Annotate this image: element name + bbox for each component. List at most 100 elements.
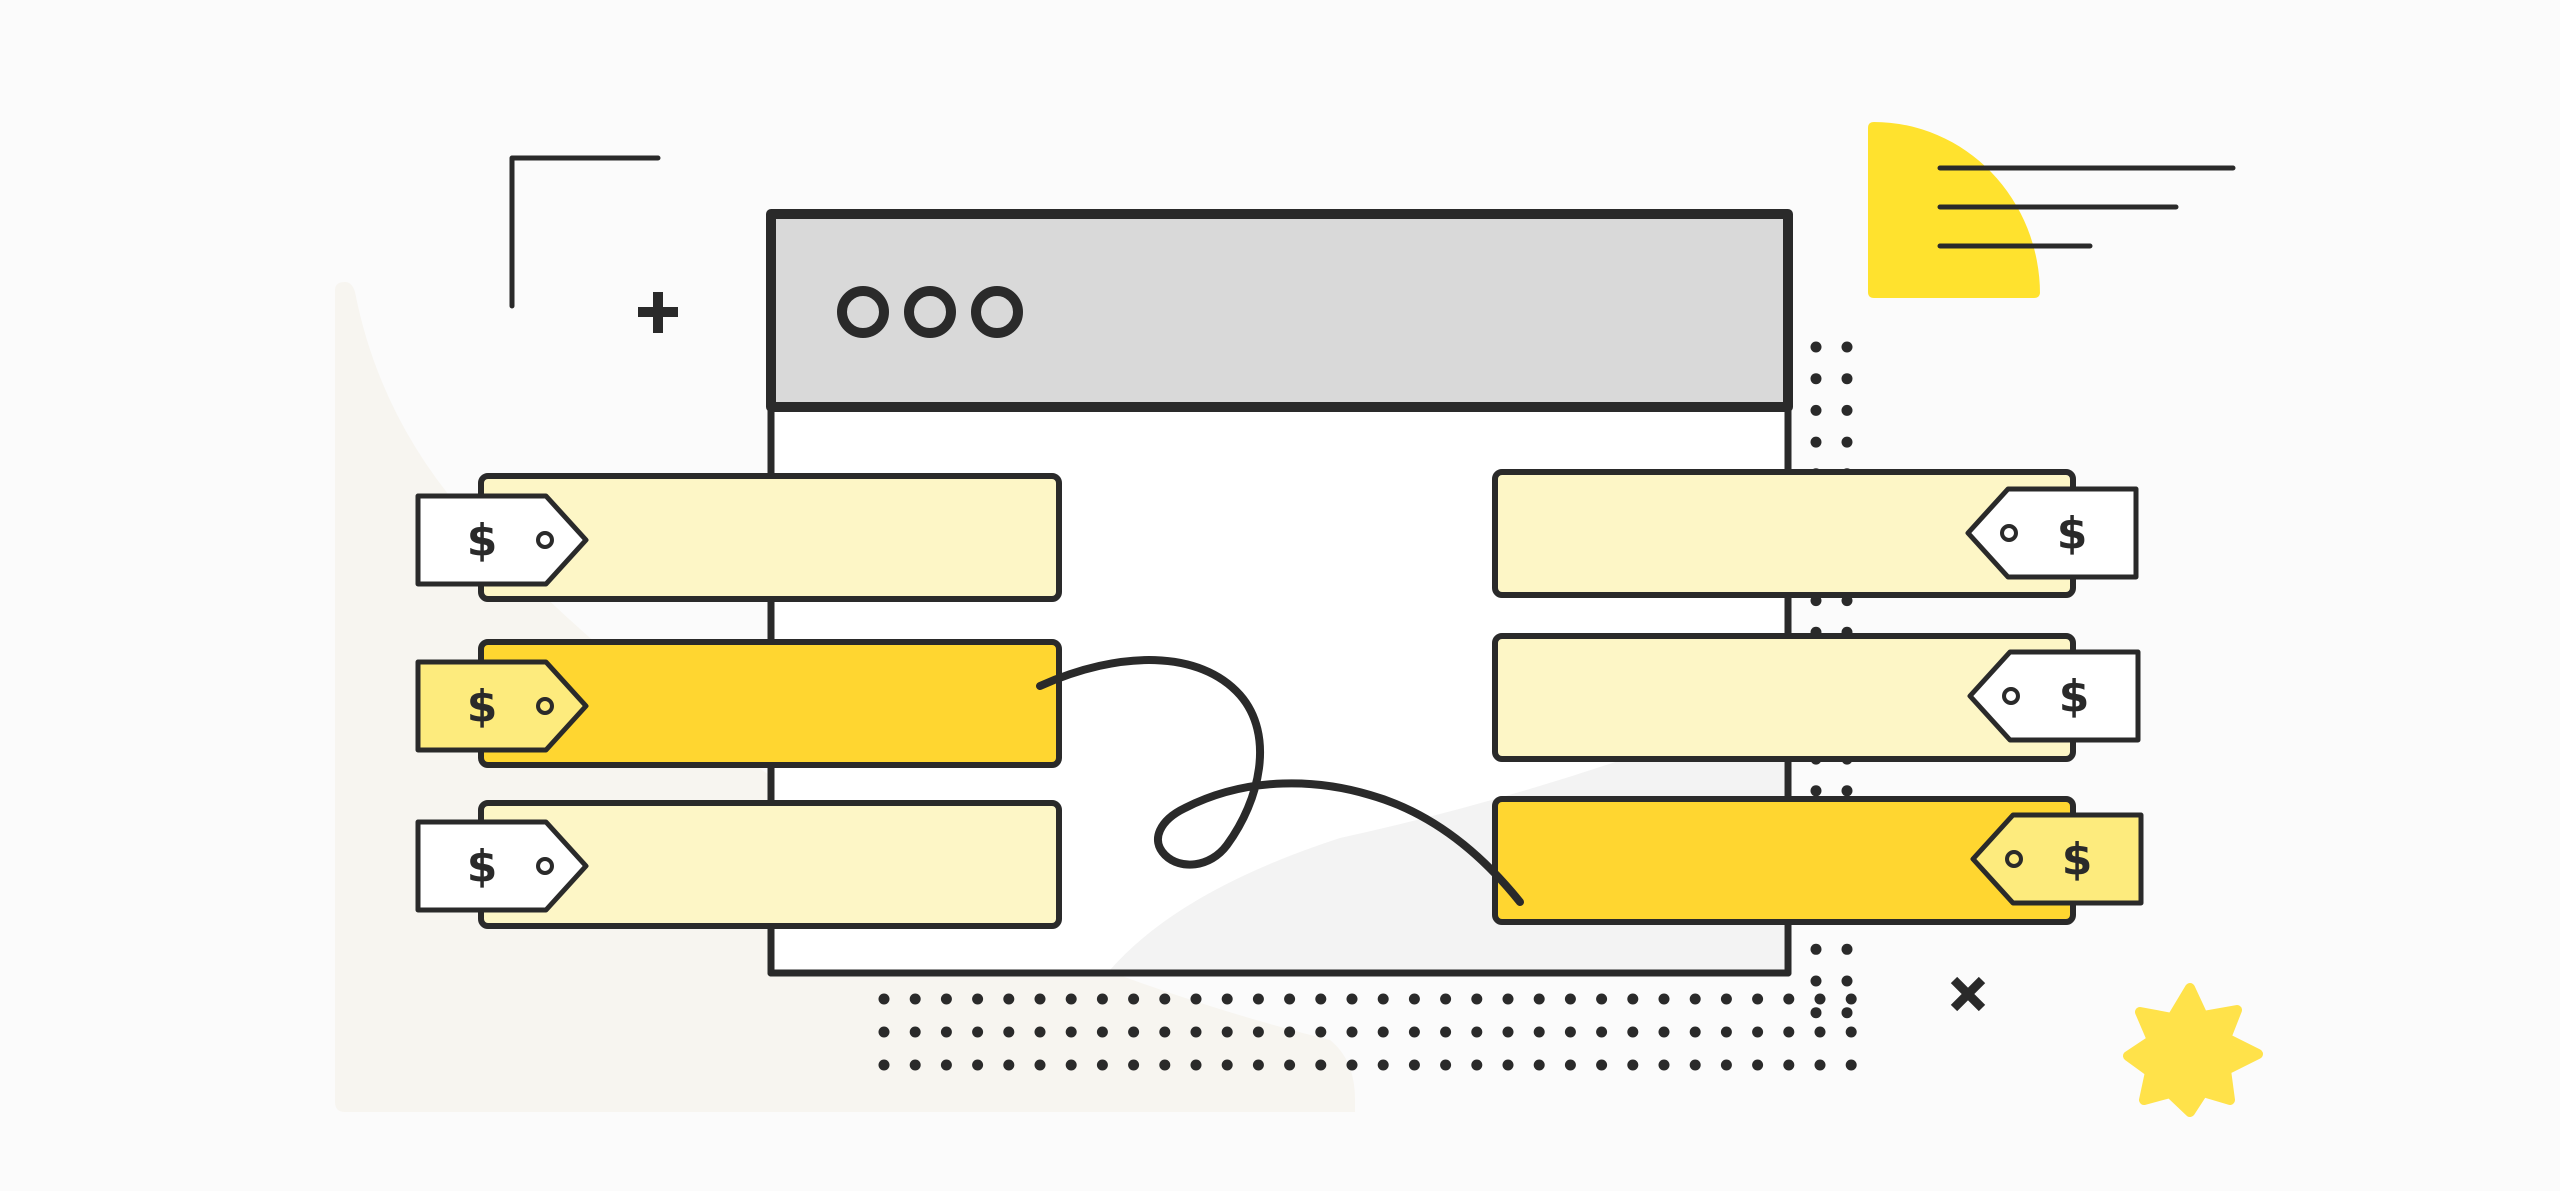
decor-dot [1159, 1026, 1171, 1038]
decor-dot [972, 1026, 984, 1038]
dollar-icon: $ [2059, 671, 2090, 722]
tag-hole-icon [536, 857, 554, 875]
decor-dot [1440, 993, 1452, 1005]
decor-dot [878, 1059, 890, 1071]
decor-dot [1814, 1026, 1826, 1038]
decor-dot [1783, 1026, 1795, 1038]
dollar-icon: $ [2057, 508, 2088, 559]
window-control-dot-1[interactable] [837, 286, 889, 338]
tag-hole-icon [536, 531, 554, 549]
dollar-icon: $ [467, 841, 498, 892]
decor-dot [1034, 1059, 1046, 1071]
decor-dot [1564, 1026, 1576, 1038]
star-burst-icon [2123, 983, 2263, 1117]
decor-dot [1689, 1059, 1701, 1071]
decor-dot [1841, 785, 1853, 797]
decor-dot [1128, 993, 1140, 1005]
tag-hole-icon [536, 697, 554, 715]
decor-dot [1564, 993, 1576, 1005]
decor-dot [1564, 1059, 1576, 1071]
decor-dot [1471, 1059, 1483, 1071]
decor-dot [1315, 1026, 1327, 1038]
decor-dot [1533, 1026, 1545, 1038]
decor-dot [1814, 1059, 1826, 1071]
decor-dot [1315, 993, 1327, 1005]
decor-dot [1502, 993, 1514, 1005]
decor-dot [1096, 1026, 1108, 1038]
left-price-tag-2[interactable]: $ [415, 659, 589, 753]
decor-dot [1810, 975, 1822, 987]
decor-dot [1810, 436, 1822, 448]
decor-dot [1377, 1059, 1389, 1071]
decor-dot [1658, 1026, 1670, 1038]
decor-dot [1408, 1026, 1420, 1038]
decor-dot [1810, 785, 1822, 797]
decor-dot [1841, 975, 1853, 987]
decor-dot [1752, 1059, 1764, 1071]
decor-dot [1502, 1059, 1514, 1071]
decor-dot [1845, 1059, 1857, 1071]
decor-dot [1284, 993, 1296, 1005]
decor-dot [1159, 1059, 1171, 1071]
decor-dot [1627, 1026, 1639, 1038]
decor-dot [1810, 341, 1822, 353]
decor-dot [1533, 1059, 1545, 1071]
decor-dot [1752, 1026, 1764, 1038]
decor-dot [1377, 1026, 1389, 1038]
text-lines-icon [1937, 165, 2236, 249]
connection-curve-line [1036, 656, 1524, 906]
decor-dot [1841, 1007, 1853, 1019]
decor-dot [909, 1026, 921, 1038]
decor-dot [1252, 1059, 1264, 1071]
decor-dot [1596, 1059, 1608, 1071]
window-control-dot-2[interactable] [904, 286, 956, 338]
decor-dot [940, 1026, 952, 1038]
dot-grid-bottom [878, 993, 1857, 1071]
decor-dot [1221, 993, 1233, 1005]
decor-dot [1845, 993, 1857, 1005]
decor-dot [1841, 943, 1853, 955]
decor-dot [1346, 1026, 1358, 1038]
decor-dot [1003, 993, 1015, 1005]
decor-dot [1845, 1026, 1857, 1038]
right-price-tag-3[interactable]: $ [1970, 812, 2144, 906]
decor-dot [1252, 1026, 1264, 1038]
decor-dot [1034, 993, 1046, 1005]
decor-dot [1810, 373, 1822, 385]
decor-dot [1720, 993, 1732, 1005]
dollar-icon: $ [467, 681, 498, 732]
decor-dot [1471, 1026, 1483, 1038]
left-price-tag-1[interactable]: $ [415, 493, 589, 587]
decor-dot [909, 993, 921, 1005]
decor-dot [1221, 1059, 1233, 1071]
decor-dot [1502, 1026, 1514, 1038]
decor-dot [1346, 1059, 1358, 1071]
decor-dot [1627, 1059, 1639, 1071]
decor-dot [1810, 1007, 1822, 1019]
decor-dot [1190, 1026, 1202, 1038]
decor-dot [1065, 1026, 1077, 1038]
left-price-tag-3[interactable]: $ [415, 819, 589, 913]
decor-dot [1065, 993, 1077, 1005]
quarter-circle-shape [1868, 122, 2040, 298]
decor-dot [1658, 993, 1670, 1005]
decor-dot [1159, 993, 1171, 1005]
decor-dot [1096, 1059, 1108, 1071]
decor-dot [1128, 1059, 1140, 1071]
decor-dot [1841, 341, 1853, 353]
decor-dot [1346, 993, 1358, 1005]
plus-icon [638, 292, 678, 333]
right-price-tag-2[interactable]: $ [1967, 649, 2141, 743]
decor-dot [1221, 1026, 1233, 1038]
decor-dot [1810, 404, 1822, 416]
decor-dot [1065, 1059, 1077, 1071]
decor-dot [1440, 1059, 1452, 1071]
decor-dot [1596, 993, 1608, 1005]
decor-dot [1689, 1026, 1701, 1038]
right-price-tag-1[interactable]: $ [1965, 486, 2139, 580]
decor-dot [1252, 993, 1264, 1005]
decor-dot [1408, 993, 1420, 1005]
window-control-dot-3[interactable] [971, 286, 1023, 338]
browser-header-bar [766, 209, 1793, 412]
